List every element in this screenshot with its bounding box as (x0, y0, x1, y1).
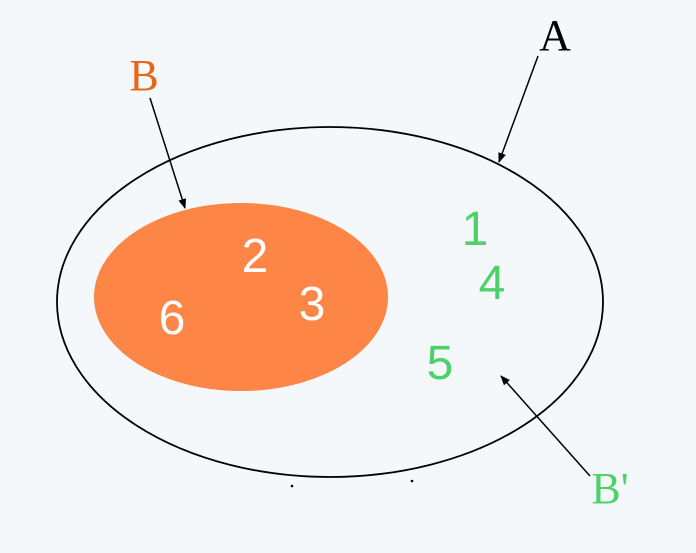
dot (290, 484, 294, 488)
dot (410, 479, 414, 483)
element-6: 6 (159, 292, 186, 345)
label-A: A (539, 11, 571, 60)
arrow-B-complement (500, 375, 591, 477)
element-5: 5 (427, 337, 454, 390)
element-1: 1 (462, 203, 489, 256)
element-4: 4 (479, 257, 506, 310)
label-B: B (129, 51, 158, 100)
element-3: 3 (299, 278, 326, 331)
label-B-complement: B' (591, 464, 628, 513)
arrow-A (498, 55, 539, 163)
arrow-B (149, 97, 187, 209)
set-B-ellipse (94, 203, 388, 391)
element-2: 2 (242, 230, 269, 283)
set-A-ellipse (56, 126, 604, 478)
